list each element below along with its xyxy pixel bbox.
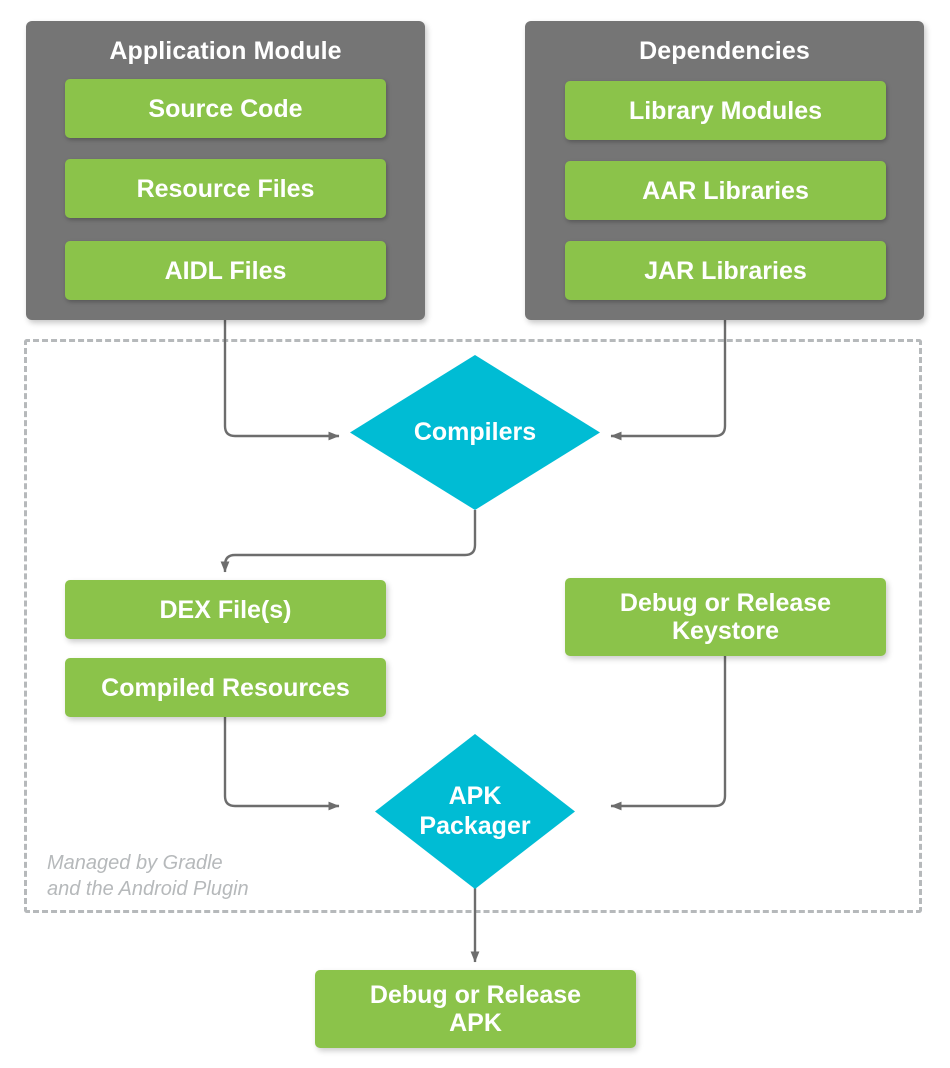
artifact-output-apk: Debug or Release APK	[315, 970, 636, 1048]
artifact-label-keystore: Debug or Release Keystore	[619, 589, 832, 645]
chip-label-aar-libraries: AAR Libraries	[642, 176, 809, 205]
artifact-keystore: Debug or Release Keystore	[565, 578, 886, 656]
panel-title-application-module: Application Module	[109, 37, 342, 65]
chip-resource-files: Resource Files	[65, 159, 386, 218]
artifact-compiled-resources: Compiled Resources	[65, 658, 386, 717]
panel-title-dependencies: Dependencies	[639, 37, 810, 65]
chip-label-resource-files: Resource Files	[136, 174, 315, 203]
process-label-apk-packager: APK Packager	[419, 782, 531, 840]
chip-label-source-code: Source Code	[148, 94, 303, 123]
chip-jar-libraries: JAR Libraries	[565, 241, 886, 300]
chip-library-modules: Library Modules	[565, 81, 886, 140]
process-label-compilers: Compilers	[413, 417, 537, 446]
chip-label-jar-libraries: JAR Libraries	[644, 256, 807, 285]
artifact-dex-files: DEX File(s)	[65, 580, 386, 639]
chip-label-aidl-files: AIDL Files	[164, 256, 287, 285]
chip-aidl-files: AIDL Files	[65, 241, 386, 300]
artifact-label-dex-files: DEX File(s)	[159, 595, 292, 624]
artifact-label-output-apk: Debug or Release APK	[369, 981, 582, 1037]
managed-by-gradle-note: Managed by Gradle and the Android Plugin	[47, 852, 249, 901]
chip-label-library-modules: Library Modules	[628, 96, 823, 125]
gradle-managed-region	[24, 339, 922, 913]
chip-aar-libraries: AAR Libraries	[565, 161, 886, 220]
chip-source-code: Source Code	[65, 79, 386, 138]
artifact-label-compiled-resources: Compiled Resources	[101, 673, 350, 702]
